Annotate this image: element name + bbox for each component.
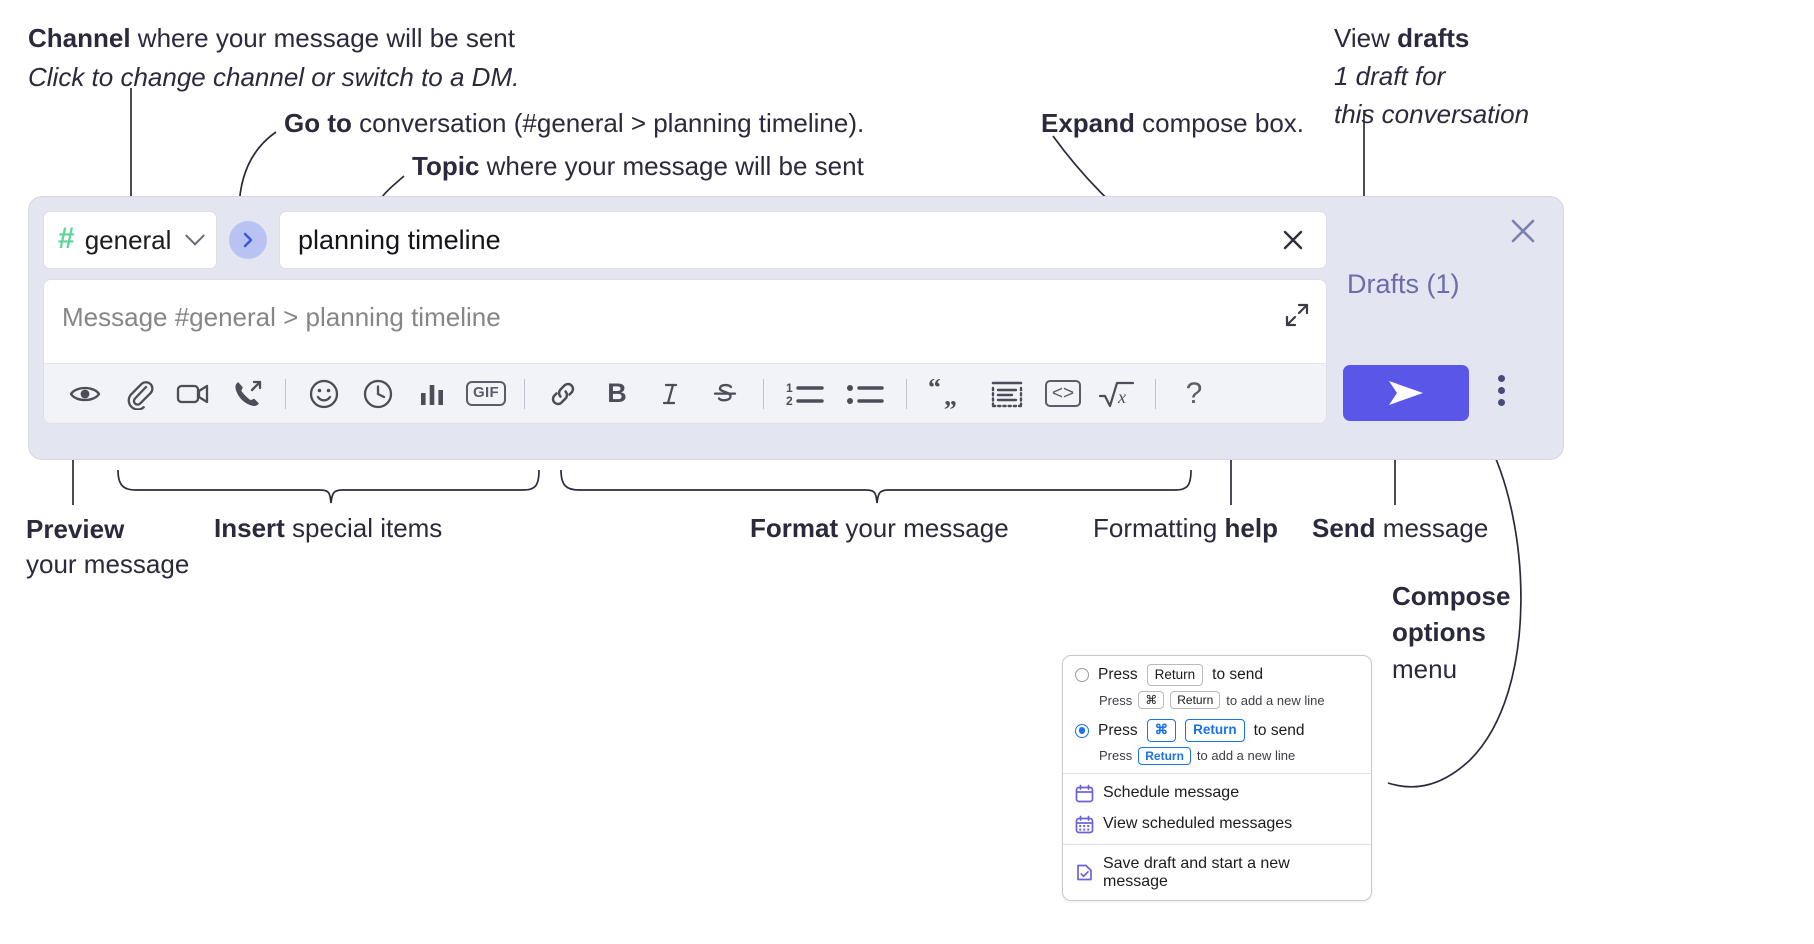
bold-icon[interactable]: B [607, 378, 627, 408]
sub-prefix: Press [1099, 748, 1133, 764]
radio-unselected[interactable] [1075, 668, 1089, 683]
svg-text:x: x [1117, 387, 1126, 407]
annotation-topic: Topic where your message will be sent [412, 151, 864, 181]
separator-5 [1155, 378, 1156, 409]
code-glyph: <> [1044, 379, 1082, 408]
bulleted-list-icon[interactable] [835, 371, 895, 417]
menu-radio-option[interactable]: Press ⌘ Return to send Press Return to a… [1063, 717, 1371, 765]
option-prefix: Press [1098, 721, 1138, 739]
inline-code-icon[interactable]: <> [1036, 371, 1090, 417]
menu-item-view-scheduled[interactable]: View scheduled messages [1063, 809, 1371, 840]
menu-item-label: Schedule message [1103, 784, 1240, 802]
svg-text:“: “ [928, 379, 941, 402]
emoji-icon[interactable] [297, 371, 351, 417]
compose-options-menu: Press Return to send Press ⌘ Return to a… [1062, 655, 1372, 901]
menu-divider [1063, 772, 1371, 774]
svg-text:1: 1 [786, 381, 793, 395]
poll-icon[interactable] [405, 371, 459, 417]
help-icon[interactable]: ? [1185, 376, 1203, 410]
key-command: ⌘ [1138, 691, 1165, 710]
channel-selector[interactable]: # general [43, 211, 217, 269]
annotation-channel: Channel where your message will be sent … [28, 23, 520, 92]
sub-prefix: Press [1099, 692, 1133, 708]
annotation-compose-options: Compose options menu [1392, 581, 1511, 684]
menu-radio-option[interactable]: Press Return to send Press ⌘ Return to a… [1063, 662, 1371, 710]
annotation-expand: Expand compose box. [1041, 108, 1305, 138]
save-draft-icon [1077, 864, 1092, 881]
kebab-dot-1 [1497, 375, 1505, 382]
compose-box: # general planning timeline [28, 196, 1564, 460]
annotation-goto: Go to conversation (#general > planning … [284, 108, 865, 138]
svg-text:2: 2 [786, 394, 793, 408]
drafts-link[interactable]: Drafts (1) [1347, 269, 1460, 299]
option-suffix: to send [1212, 666, 1264, 684]
menu-item-label: View scheduled messages [1103, 815, 1293, 833]
send-icon [1389, 381, 1423, 405]
send-button[interactable] [1343, 365, 1469, 421]
video-icon[interactable] [166, 371, 220, 417]
compose-rail: Drafts (1) [1325, 197, 1563, 459]
option-suffix: to send [1253, 721, 1305, 739]
svg-text:„: „ [944, 382, 957, 409]
link-icon[interactable] [536, 371, 590, 417]
ordered-list-icon[interactable]: 1 2 [775, 371, 835, 417]
annotation-drafts: View drafts 1 draft for this conversatio… [1334, 23, 1530, 129]
clock-icon[interactable] [351, 371, 405, 417]
annotation-send: Send message [1312, 513, 1489, 543]
formatting-toolbar: GIF B [44, 363, 1326, 423]
channel-name: general [84, 224, 172, 255]
sub-suffix: to add a new line [1196, 748, 1296, 764]
calendar-grid-icon [1075, 815, 1094, 834]
chevron-down-icon [185, 225, 205, 246]
gif-icon[interactable]: GIF [459, 371, 513, 417]
go-to-conversation-button[interactable] [229, 221, 267, 259]
key-return: Return [1138, 746, 1191, 765]
strikethrough-icon[interactable] [698, 371, 752, 417]
key-command: ⌘ [1146, 719, 1177, 742]
annotation-insert: Insert special items [214, 513, 443, 543]
annotation-formatting-help: Formatting help [1093, 513, 1278, 543]
message-input[interactable]: Message #general > planning timeline [44, 280, 1326, 363]
annotation-preview: Preview your message [26, 514, 190, 580]
hash-icon: # [58, 222, 75, 255]
menu-item-save-draft[interactable]: Save draft and start a new message [1063, 849, 1371, 900]
code-block-icon[interactable] [978, 371, 1036, 417]
key-return: Return [1185, 719, 1245, 742]
expand-icon[interactable] [1282, 300, 1312, 330]
key-return: Return [1170, 691, 1221, 710]
menu-item-schedule-message[interactable]: Schedule message [1063, 778, 1371, 809]
separator-2 [524, 378, 525, 409]
message-input-wrapper: Message #general > planning timeline [43, 279, 1327, 424]
attachment-icon[interactable] [112, 371, 166, 417]
close-icon[interactable] [1276, 223, 1310, 257]
topic-field[interactable]: planning timeline [279, 211, 1327, 269]
kebab-dot-2 [1497, 387, 1505, 394]
option-prefix: Press [1098, 666, 1138, 684]
latex-icon[interactable]: x [1090, 371, 1144, 417]
italic-icon[interactable] [644, 371, 698, 417]
preview-icon[interactable] [58, 371, 112, 417]
separator-1 [285, 378, 286, 409]
radio-selected[interactable] [1075, 723, 1089, 738]
sub-suffix: to add a new line [1226, 692, 1325, 708]
compose-options-button[interactable] [1495, 375, 1507, 411]
menu-divider [1063, 843, 1371, 845]
chevron-right-icon [243, 232, 253, 248]
close-icon[interactable] [1505, 213, 1541, 249]
separator-3 [763, 378, 764, 409]
conversation-row: # general planning timeline [43, 211, 1327, 269]
menu-item-label: Save draft and start a new message [1102, 854, 1290, 890]
calendar-icon [1075, 784, 1094, 803]
topic-value: planning timeline [298, 224, 501, 255]
blockquote-icon[interactable]: “ „ [918, 371, 978, 417]
annotation-format: Format your message [750, 513, 1009, 543]
message-placeholder: Message #general > planning timeline [62, 302, 501, 332]
separator-4 [906, 378, 907, 409]
key-return: Return [1146, 664, 1204, 687]
gif-label: GIF [466, 381, 506, 406]
audio-call-icon[interactable] [220, 371, 274, 417]
kebab-dot-3 [1497, 399, 1505, 406]
